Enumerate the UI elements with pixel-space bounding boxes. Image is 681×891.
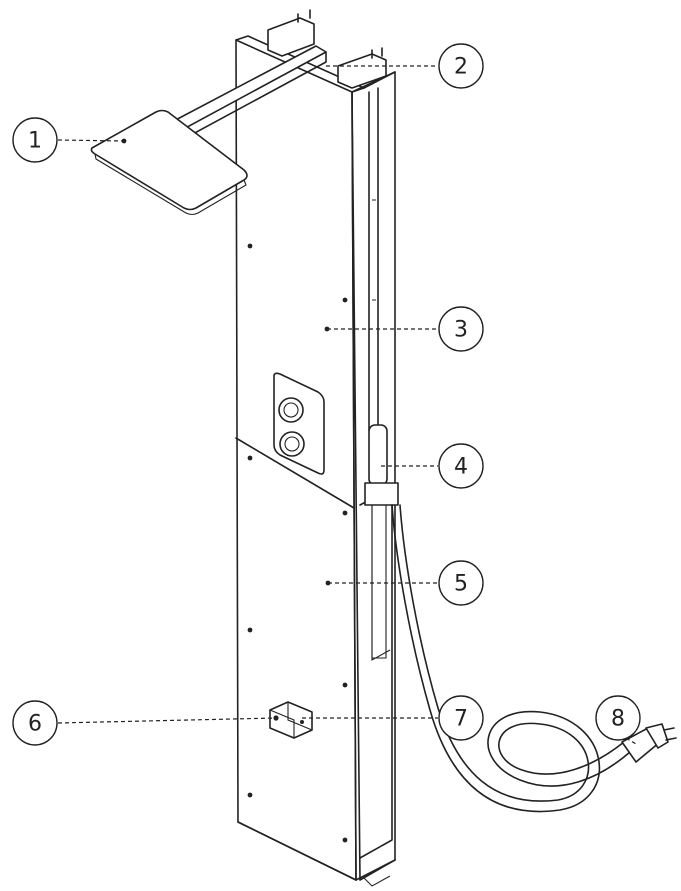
screw [342,682,348,688]
power-plug [621,723,677,763]
screw [342,837,348,843]
callout-3: 3 [438,306,484,352]
callout-2: 2 [438,43,484,89]
callout-1: 1 [12,117,58,163]
flow-knob [279,431,305,457]
callout-2-label: 2 [454,55,468,80]
callout-3-label: 3 [454,318,468,343]
control-block [273,372,325,475]
callout-5: 5 [438,560,484,606]
callout-8: 8 [595,695,641,741]
screw [247,792,253,798]
screw [342,297,348,303]
temperature-knob [278,397,304,423]
screw [247,627,253,633]
hand-shower-rail [368,87,379,431]
screw [342,510,348,516]
callout-1-label: 1 [28,129,42,154]
callout-6-label: 6 [28,712,42,737]
hand-shower [364,424,399,659]
callout-4-label: 4 [454,455,468,480]
rain-shower-head [90,109,248,216]
power-switch-box [269,701,313,739]
screw [247,243,253,249]
hose [391,504,631,813]
callout-8-label: 8 [611,707,625,732]
callout-4: 4 [438,443,484,489]
callout-5-label: 5 [454,572,468,597]
screw [247,455,253,461]
callout-7-label: 7 [454,707,468,732]
callout-7: 7 [438,695,484,741]
wall-brackets [267,9,387,89]
callout-6: 6 [12,700,58,746]
